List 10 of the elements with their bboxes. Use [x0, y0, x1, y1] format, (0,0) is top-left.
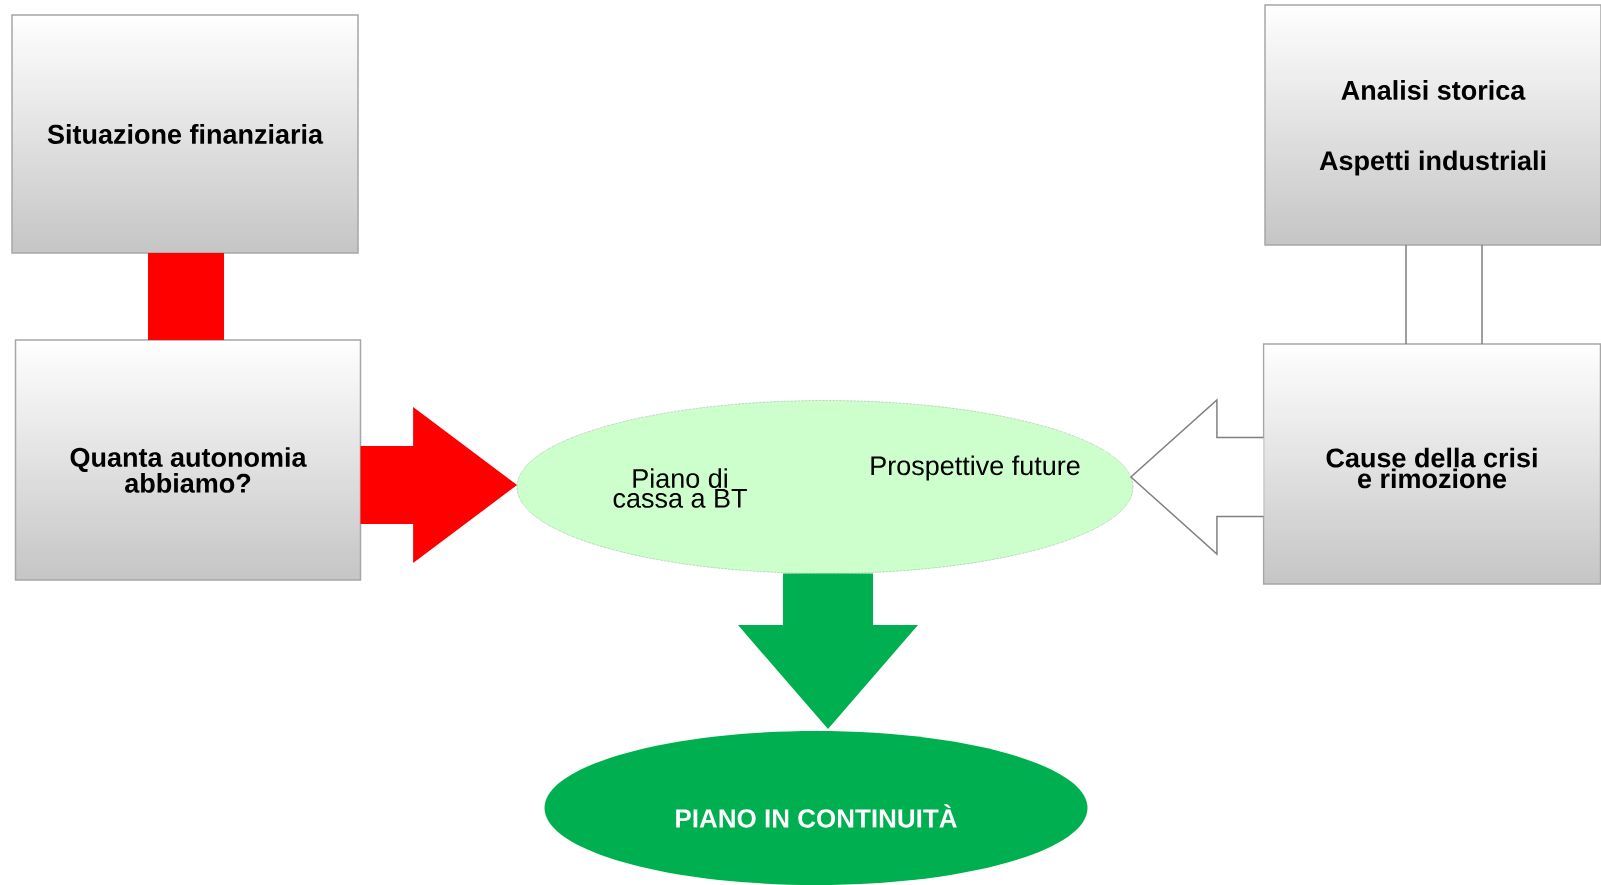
process-box: Analisi storica Aspetti industriali: [1264, 4, 1601, 246]
process-box: Quanta autonomia abbiamo?: [14, 339, 362, 581]
result-oval: PIANO IN CONTINUITÀ: [544, 731, 1088, 885]
connector-lines: [1405, 244, 1483, 345]
block-arrow: [1129, 398, 1265, 556]
process-box: Situazione finanziaria: [11, 14, 359, 254]
block-arrow: [738, 573, 918, 730]
process-box: Cause della crisi e rimozione: [1262, 343, 1601, 585]
connector-bar: [148, 253, 224, 340]
block-arrow: [360, 407, 518, 563]
